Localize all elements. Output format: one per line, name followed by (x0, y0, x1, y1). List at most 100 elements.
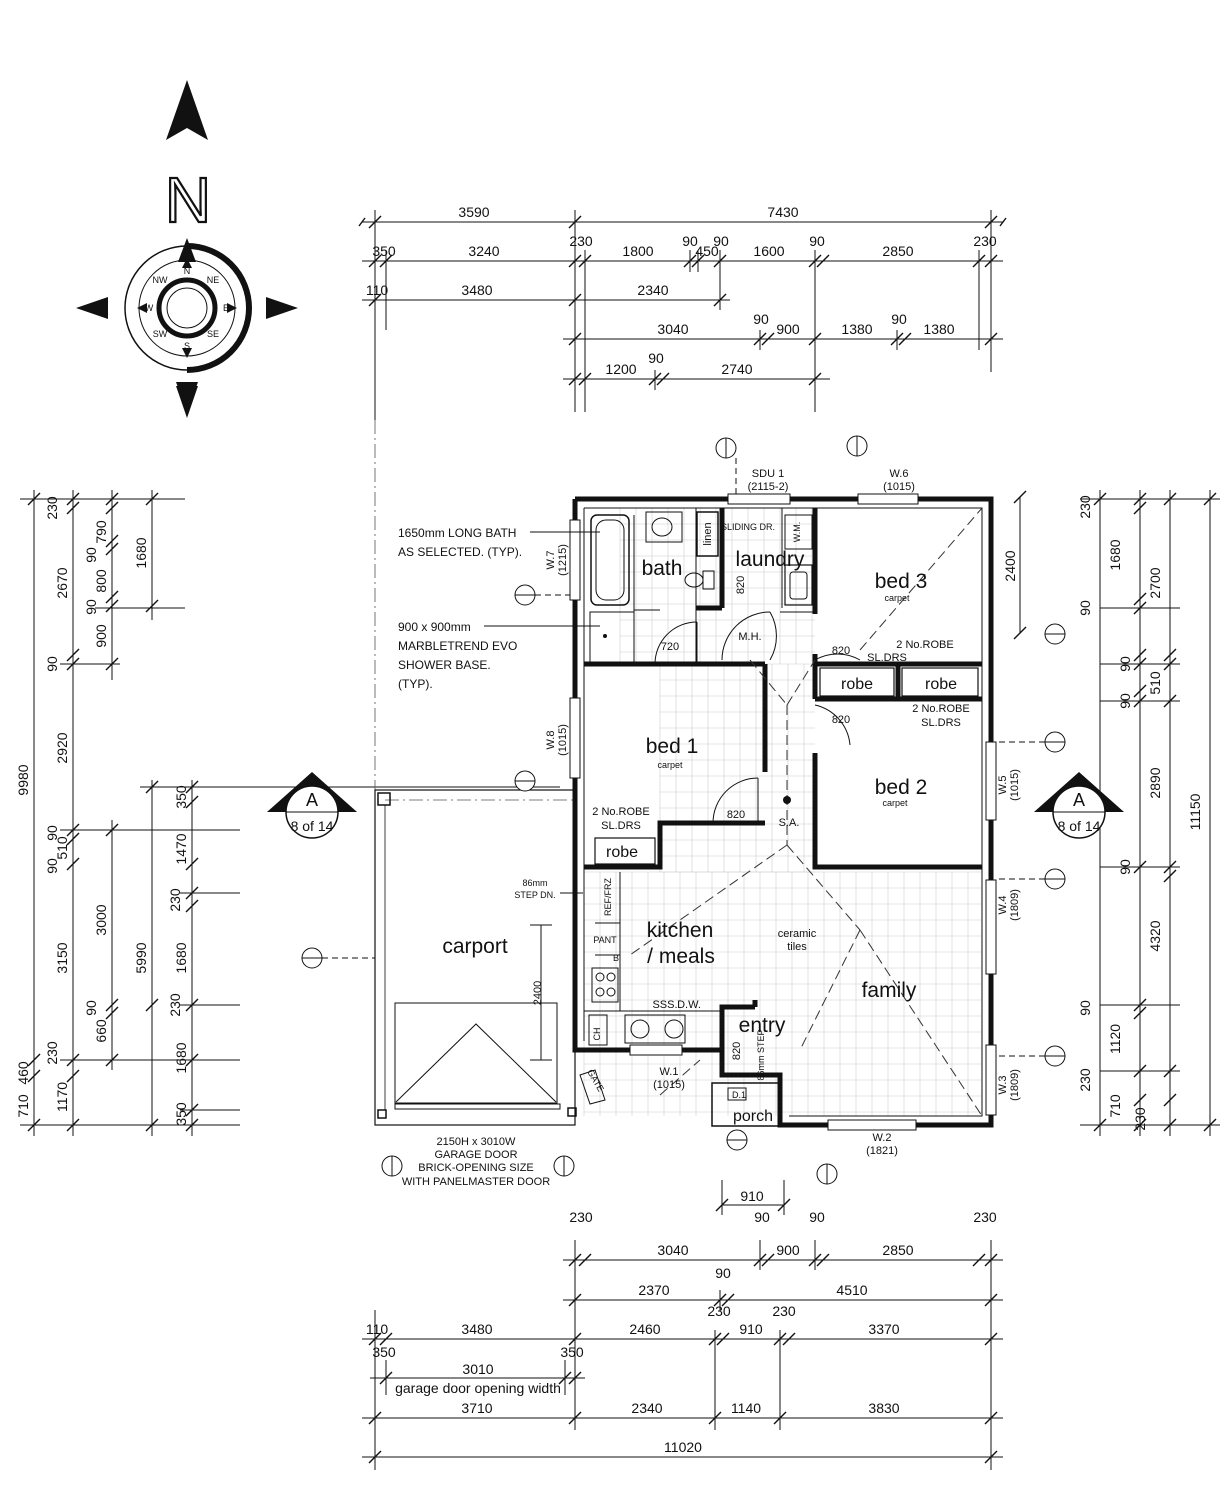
dim-bottom-90b: 90 (809, 1209, 825, 1225)
section-ref-left: 8 of 14 (291, 818, 334, 834)
w6-label: W.6 (890, 468, 909, 480)
dim-bottom-3010: 3010 (462, 1361, 493, 1377)
dim-left-3000: 3000 (93, 904, 109, 935)
dim-820-bed1: 820 (727, 809, 745, 821)
room-family: family (862, 979, 917, 1002)
dim-right-2890: 2890 (1147, 767, 1163, 798)
dim-bottom-11020: 11020 (664, 1439, 702, 1455)
dim-right-1680: 1680 (1107, 539, 1123, 570)
dim-bottom-2850: 2850 (882, 1242, 913, 1258)
carport: 2400 carport (374, 789, 577, 1126)
dim-bottom-350b: 350 (560, 1344, 584, 1360)
bed3-carpet: carpet (884, 593, 910, 603)
w4-size: (1809) (1009, 889, 1021, 921)
dim-top-90a: 90 (682, 233, 698, 249)
dim-right-230b: 230 (1077, 1068, 1093, 1092)
dim-bottom-3830: 3830 (868, 1400, 899, 1416)
note-shower-3: SHOWER BASE. (398, 658, 491, 672)
dim-top-1800: 1800 (622, 243, 653, 259)
dim-top-3590: 3590 (458, 204, 489, 220)
dim-top-1380b: 1380 (923, 321, 954, 337)
dim-bottom-230d: 230 (772, 1303, 796, 1319)
dim-bottom-90c: 90 (715, 1265, 731, 1281)
dim-bottom-910a: 910 (740, 1188, 764, 1204)
note-robe-bed1-2: SL.DRS (601, 820, 641, 832)
note-robe-bed1-1: 2 No.ROBE (592, 806, 649, 818)
note-pant: PANT (593, 935, 617, 945)
tiles-label: tiles (787, 941, 807, 953)
w5-label: W.5 (997, 776, 1009, 795)
note-sa: S.A. (779, 817, 800, 829)
dim-bottom-3370: 3370 (868, 1321, 899, 1337)
bed2-carpet: carpet (882, 798, 908, 808)
section-letter-left: A (306, 790, 318, 810)
dim-left-230: 230 (44, 496, 60, 520)
rose-w: W (145, 303, 154, 313)
w1-label: W.1 (660, 1066, 679, 1078)
dim-right-230a: 230 (1077, 495, 1093, 519)
dim-left-90e: 90 (44, 858, 60, 874)
note-dw: D.W. (677, 999, 701, 1011)
house-walls (572, 496, 994, 1128)
dim-top-110: 110 (366, 282, 389, 298)
bed1-carpet: carpet (657, 760, 683, 770)
w7-size: (1215) (557, 544, 569, 576)
dim-left-2920: 2920 (54, 732, 70, 763)
dim-right-1120: 1120 (1107, 1024, 1123, 1054)
dim-left-5990: 5990 (133, 942, 149, 973)
dim-bottom-910b: 910 (739, 1321, 763, 1337)
section-marker-left: A 8 of 14 (267, 772, 357, 839)
dim-left-1680b: 1680 (173, 942, 189, 973)
dim-bottom-110: 110 (366, 1321, 389, 1337)
rose-s: S (184, 341, 190, 351)
note-step-vert: 86mm STEP (756, 1029, 766, 1080)
bottom-dimensions: 910 230 90 90 230 3040 900 2850 90 2370 … (362, 1180, 1003, 1470)
w1-size: (1015) (653, 1079, 685, 1091)
dim-right-510: 510 (1147, 671, 1163, 695)
note-shower-2: MARBLETREND EVO (398, 639, 517, 653)
sdu1-label: SDU 1 (752, 468, 784, 480)
room-bed2: bed 2 (875, 776, 928, 799)
ceramic-label: ceramic (778, 928, 817, 940)
dim-left-510: 510 (54, 836, 70, 860)
note-bath-2: AS SELECTED. (TYP). (398, 545, 522, 559)
dim-820-bed2: 820 (832, 714, 850, 726)
rose-se: SE (207, 329, 219, 339)
note-wm: W.M. (792, 522, 802, 543)
dim-left-230d: 230 (44, 1041, 60, 1065)
w7-label: W.7 (545, 551, 557, 570)
dim-bottom-230b: 230 (973, 1209, 997, 1225)
w3-label: W.3 (997, 1076, 1009, 1095)
dim-right-90a: 90 (1077, 600, 1093, 616)
rose-n: N (184, 266, 191, 276)
robe-bed2: robe (925, 676, 957, 693)
room-kitchen: kitchen (647, 919, 714, 942)
dim-right-90c: 90 (1117, 693, 1133, 709)
dim-bottom-2460: 2460 (629, 1321, 660, 1337)
note-garage-2: GARAGE DOOR (434, 1149, 517, 1161)
dim-top-450: 450 (695, 243, 719, 259)
note-garage-4: WITH PANELMASTER DOOR (402, 1176, 550, 1188)
room-labels: bath laundry bed 3 carpet bed 1 carpet b… (606, 548, 957, 1125)
dim-left-230c: 230 (167, 993, 183, 1017)
dim-right-90b: 90 (1117, 656, 1133, 672)
dim-top-350: 350 (372, 243, 396, 259)
dim-top-900: 900 (776, 321, 800, 337)
section-letter-right: A (1073, 790, 1085, 810)
dim-top-230: 230 (569, 233, 593, 249)
room-meals: / meals (647, 945, 715, 968)
dim-720: 720 (661, 641, 679, 653)
note-mh: M.H. (738, 631, 761, 643)
dim-820-bed3: 820 (832, 645, 850, 657)
dim-top-90d: 90 (753, 311, 769, 327)
note-gate: GATE (585, 1068, 606, 1094)
dim-right-90d: 90 (1117, 859, 1133, 875)
dim-left-1680c: 1680 (173, 1042, 189, 1073)
dim-bottom-90a: 90 (754, 1209, 770, 1225)
room-laundry: laundry (736, 548, 805, 571)
tile-grid (583, 507, 982, 1116)
light-symbols (301, 435, 1066, 1185)
dim-right-90e: 90 (1077, 1000, 1093, 1016)
dim-left-1680: 1680 (133, 537, 149, 568)
dim-left-9980: 9980 (15, 764, 31, 795)
